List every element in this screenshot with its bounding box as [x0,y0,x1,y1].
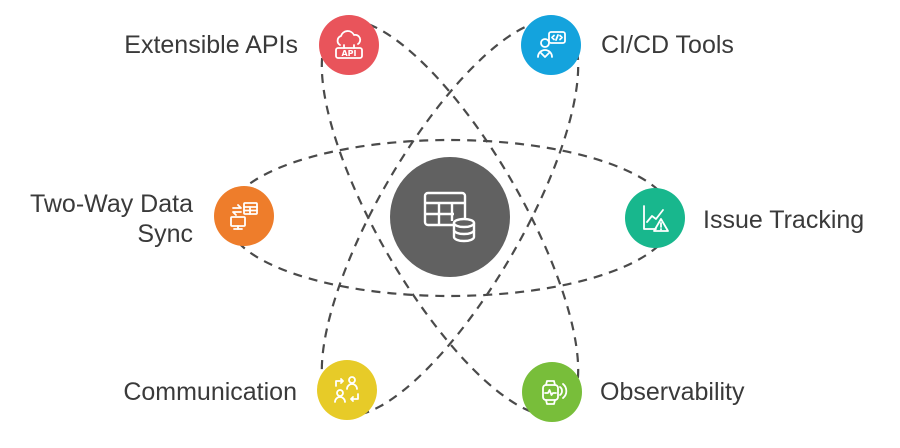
table-database-icon [423,191,476,243]
label-ci-cd-tools: CI/CD Tools [601,31,734,59]
label-communication: Communication [123,378,297,406]
node-two-way-data-sync [214,186,274,246]
sync-monitor-icon [230,202,258,230]
label-observability: Observability [600,378,745,406]
label-two-way-data-sync-line1: Two-Way Data [29,190,193,218]
developer-code-icon [537,31,566,58]
label-two-way-data-sync: Two-Way Data Sync [30,189,193,249]
chart-warning-icon [643,205,669,232]
node-extensible-apis: API [319,15,379,75]
node-ci-cd-tools [521,15,581,75]
node-communication [317,360,377,420]
node-observability [522,362,582,422]
people-exchange-icon [334,376,359,403]
smartwatch-icon [542,380,568,405]
svg-text:API: API [341,49,356,58]
label-two-way-data-sync-line2: Sync [137,220,193,248]
label-issue-tracking: Issue Tracking [703,206,865,234]
node-issue-tracking [625,188,685,248]
cloud-api-icon: API [335,30,363,59]
label-extensible-apis: Extensible APIs [124,31,298,59]
hub-node [390,157,510,277]
